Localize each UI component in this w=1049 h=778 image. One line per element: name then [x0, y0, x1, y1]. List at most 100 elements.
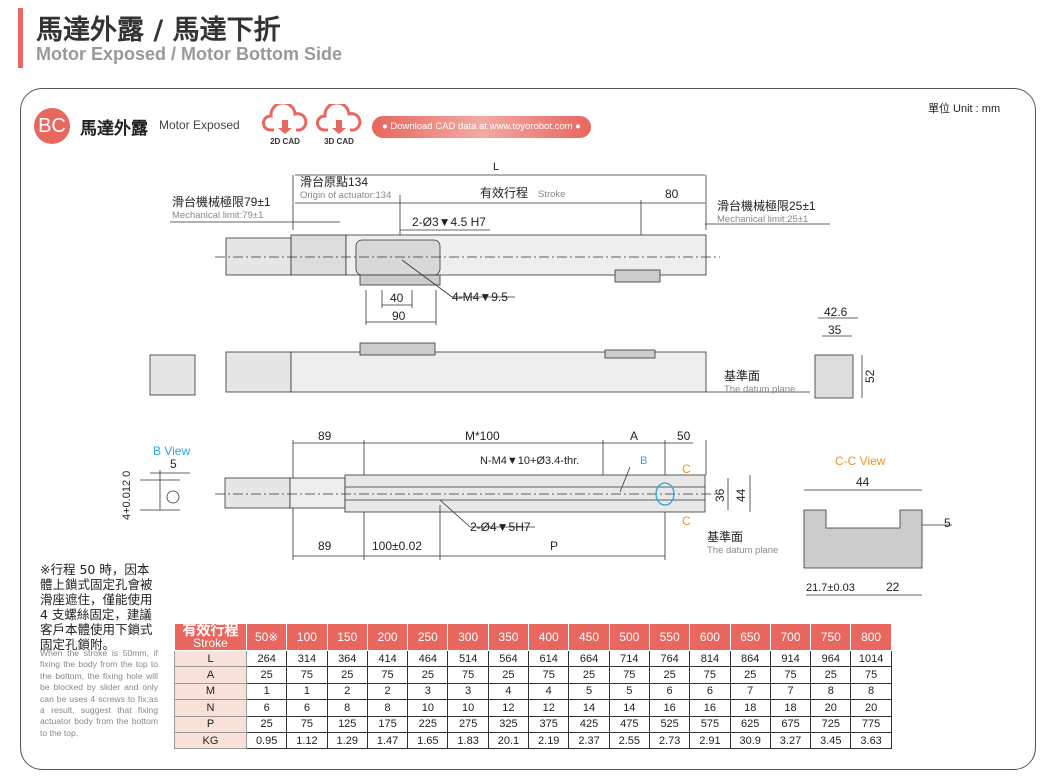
page-subtitle: Motor Exposed / Motor Bottom Side	[36, 44, 342, 64]
table-cell: 7	[769, 682, 812, 701]
mech-limit-right-en: Mechanical limit:25±1	[717, 214, 808, 225]
stroke-col-header: 150	[326, 623, 368, 651]
note-zh: ※行程 50 時，因本體上鎖式固定孔會被滑座遮住，僅能使用 4 支螺絲固定，建議…	[40, 562, 153, 652]
table-cell: 25	[648, 666, 691, 684]
table-cell: 4	[528, 682, 570, 701]
cc-dim-5: 5	[944, 516, 951, 530]
table-cell: 75	[608, 666, 650, 684]
c-marker-bottom: C	[682, 514, 691, 528]
table-cell: 5	[568, 682, 610, 701]
c-marker-top: C	[682, 462, 691, 476]
note-en: When the stroke is 50mm, if fixing the b…	[40, 648, 158, 738]
table-cell: 20	[810, 699, 852, 717]
stroke-col-header: 650	[729, 623, 771, 651]
hole-callout-1: 2-Ø3▼4.5 H7	[412, 215, 486, 229]
table-cell: 364	[326, 649, 368, 668]
table-cell: 225	[407, 715, 449, 733]
dim-40: 40	[390, 291, 404, 305]
table-cell: 16	[689, 699, 731, 717]
content-panel	[20, 88, 1036, 770]
table-cell: 514	[447, 649, 489, 668]
table-cell: 625	[729, 715, 771, 733]
table-cell: 2.91	[689, 731, 731, 750]
stroke-col-header: 200	[366, 623, 409, 651]
stroke-label-en: Stroke	[538, 189, 565, 200]
table-cell: 3.27	[769, 731, 812, 750]
table-cell: 25	[245, 666, 288, 684]
table-cell: 1.29	[326, 731, 368, 750]
table-cell: 914	[769, 649, 812, 668]
datum-label-en-2: The datum plane	[707, 545, 778, 556]
table-cell: 1	[245, 682, 288, 701]
table-cell: 714	[608, 649, 650, 668]
stroke-col-header: 100	[286, 623, 328, 651]
table-cell: 25	[245, 715, 288, 733]
mech-limit-left-zh: 滑台機械極限79±1	[172, 194, 271, 209]
stroke-col-header: 300	[447, 623, 489, 651]
table-cell: 75	[366, 666, 409, 684]
cloud-download-icon	[316, 101, 362, 134]
table-cell: 3	[447, 682, 489, 701]
table-cell: 664	[568, 649, 610, 668]
dim-89-bottom: 89	[318, 539, 332, 553]
table-cell: 425	[568, 715, 610, 733]
table-cell: 10	[447, 699, 489, 717]
table-cell: 25	[729, 666, 771, 684]
download-cad-link[interactable]: ● Download CAD data at www.toyorobot.com…	[372, 116, 591, 138]
table-cell: 25	[407, 666, 449, 684]
dim-P: P	[550, 539, 558, 553]
table-cell: 10	[407, 699, 449, 717]
table-cell: 325	[487, 715, 530, 733]
b-view-label: B View	[153, 444, 190, 458]
table-cell: 375	[528, 715, 570, 733]
row-label: P	[174, 715, 247, 733]
stroke-col-header: 250	[407, 623, 449, 651]
cad-2d-button[interactable]: 2D CAD	[262, 101, 308, 146]
table-cell: 6	[648, 682, 691, 701]
table-cell: 1.47	[366, 731, 409, 750]
table-cell: 8	[366, 699, 409, 717]
table-cell: 75	[850, 666, 892, 684]
table-cell: 2.55	[608, 731, 650, 750]
table-cell: 864	[729, 649, 771, 668]
table-cell: 764	[648, 649, 691, 668]
table-cell: 4	[487, 682, 530, 701]
dim-100-tol: 100±0.02	[372, 539, 422, 553]
cc-dim-21-7: 21.7±0.03	[806, 582, 855, 594]
row-label: A	[174, 666, 247, 684]
cloud-download-icon	[262, 101, 308, 134]
table-cell: 25	[568, 666, 610, 684]
table-cell: 125	[326, 715, 368, 733]
table-cell: 314	[286, 649, 328, 668]
datum-label-zh: 基準面	[724, 368, 760, 383]
table-cell: 8	[810, 682, 852, 701]
section-title: 馬達外露	[80, 119, 148, 139]
table-cell: 0.95	[245, 731, 288, 750]
table-cell: 2.37	[568, 731, 610, 750]
table-cell: 1014	[850, 649, 892, 668]
table-cell: 175	[366, 715, 409, 733]
datum-label-en: The datum plane	[724, 384, 795, 395]
table-cell: 30.9	[729, 731, 771, 750]
table-cell: 16	[648, 699, 691, 717]
b-marker: B	[640, 455, 647, 467]
cad-3d-button[interactable]: 3D CAD	[316, 101, 362, 146]
table-cell: 75	[286, 666, 328, 684]
table-cell: 414	[366, 649, 409, 668]
table-cell: 1.65	[407, 731, 449, 750]
cc-dim-44: 44	[856, 475, 870, 489]
stroke-col-header: 450	[568, 623, 610, 651]
table-cell: 18	[769, 699, 812, 717]
table-cell: 525	[648, 715, 691, 733]
table-cell: 475	[608, 715, 650, 733]
row-label: KG	[174, 731, 247, 750]
table-cell: 464	[407, 649, 449, 668]
stroke-col-header: 550	[648, 623, 691, 651]
table-cell: 75	[769, 666, 812, 684]
origin-label-en: Origin of actuator:134	[300, 190, 391, 201]
dim-36: 36	[713, 488, 727, 502]
table-cell: 575	[689, 715, 731, 733]
